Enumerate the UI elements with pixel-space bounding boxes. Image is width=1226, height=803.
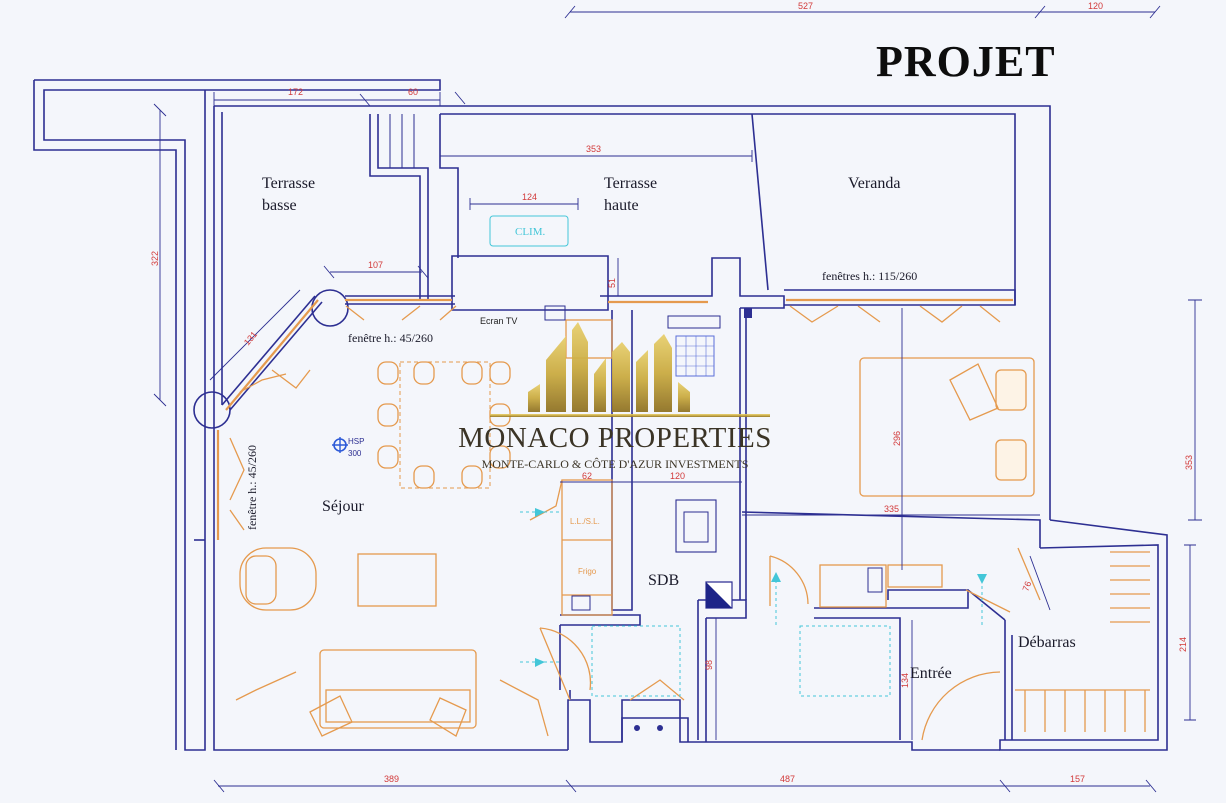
dim-353-top: 353	[586, 144, 601, 154]
interior-walls	[193, 255, 1041, 742]
dim-107: 107	[368, 260, 383, 270]
dimension-labels: 527 120 172 60 353 124 107 51 322 131 62…	[150, 1, 1194, 784]
dim-51: 51	[607, 278, 617, 288]
outer-walls	[33, 79, 1168, 751]
dim-487: 487	[780, 774, 795, 784]
windows	[216, 298, 1013, 540]
logo-skyline-icon	[490, 322, 770, 417]
dim-335: 335	[884, 504, 899, 514]
dim-296: 296	[892, 431, 902, 446]
dim-214: 214	[1178, 637, 1188, 652]
label-sdb: SDB	[648, 572, 679, 589]
note-fenetres-veranda: fenêtres h.: 115/260	[822, 269, 917, 283]
label-terrasse-basse-1: Terrasse	[262, 175, 315, 192]
room-labels: Terrasse basse Terrasse haute Veranda Sé…	[262, 175, 1076, 682]
label-entree: Entrée	[910, 665, 952, 682]
dim-389: 389	[384, 774, 399, 784]
dim-62: 62	[582, 471, 592, 481]
label-sejour: Séjour	[322, 498, 364, 515]
label-terrasse-haute-2: haute	[604, 197, 639, 214]
logo: MONACO PROPERTIES MONTE-CARLO & CÔTE D'A…	[440, 326, 790, 476]
dim-172: 172	[288, 87, 303, 97]
note-fenetre-side: fenêtre h.: 45/260	[245, 445, 259, 530]
dim-120-top: 120	[1088, 1, 1103, 11]
dim-527: 527	[798, 1, 813, 11]
label-terrasse-haute-1: Terrasse	[604, 175, 657, 192]
dimension-lines	[153, 5, 1202, 793]
label-terrasse-basse-2: basse	[262, 197, 297, 214]
dim-76: 76	[1020, 580, 1033, 593]
logo-name: MONACO PROPERTIES	[458, 422, 772, 454]
notes: fenêtres h.: 115/260 fenêtre h.: 45/260 …	[245, 226, 917, 576]
dim-98: 98	[704, 660, 714, 670]
dim-60: 60	[408, 87, 418, 97]
note-ecran-tv: Ecran TV	[480, 316, 517, 326]
dim-353-right: 353	[1184, 455, 1194, 470]
dim-157: 157	[1070, 774, 1085, 784]
note-frigo: Frigo	[578, 567, 597, 576]
label-debarras: Débarras	[1018, 634, 1076, 651]
note-llsl: L.L./S.L.	[570, 517, 600, 526]
terrace-stairs	[369, 114, 459, 300]
dim-322: 322	[150, 251, 160, 266]
dim-124: 124	[522, 192, 537, 202]
note-clim: CLIM.	[515, 226, 546, 238]
note-hsp-2: 300	[348, 449, 362, 458]
label-veranda: Veranda	[848, 175, 900, 192]
note-fenetre-sejour: fenêtre h.: 45/260	[348, 331, 433, 345]
note-hsp-1: HSP	[348, 437, 364, 446]
logo-tagline: MONTE-CARLO & CÔTE D'AZUR INVESTMENTS	[481, 457, 749, 471]
dim-131: 131	[242, 329, 259, 347]
page-title: PROJET	[876, 37, 1056, 86]
furniture	[235, 319, 1150, 741]
dim-134: 134	[900, 673, 910, 688]
dim-120-mid: 120	[670, 471, 685, 481]
fixtures	[332, 215, 987, 731]
